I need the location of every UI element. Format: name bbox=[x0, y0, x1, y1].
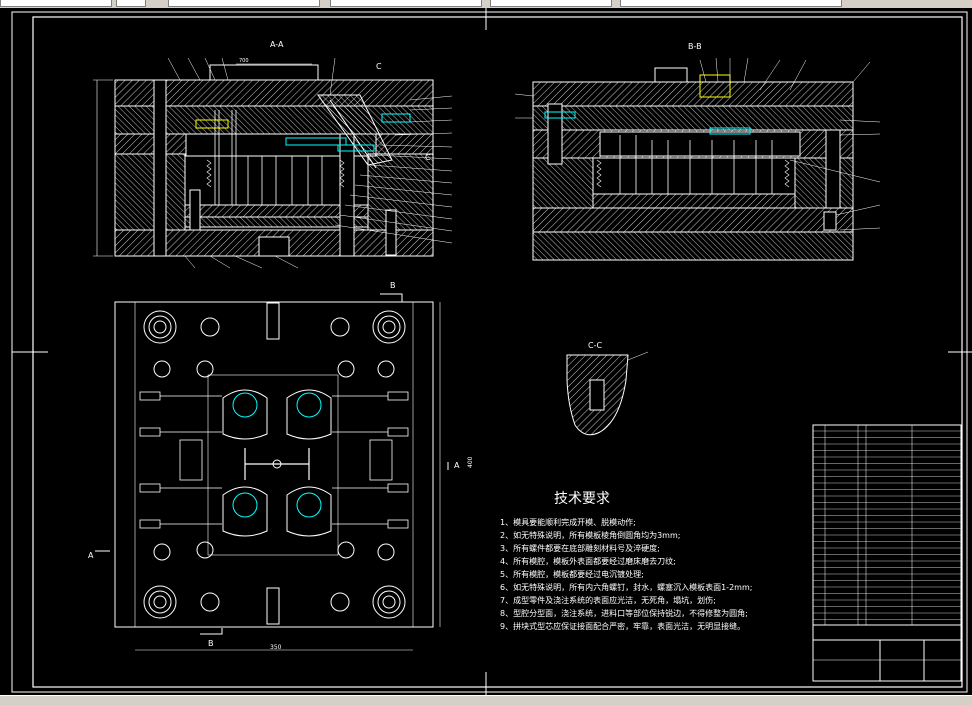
tech-title: 技术要求 bbox=[554, 491, 610, 507]
tech-req-2: 2、如无特殊说明，所有模板棱角倒圆角均为3mm; bbox=[500, 530, 680, 540]
tech-req-5: 5、所有模腔，模板都要经过电沉镀处理; bbox=[500, 569, 644, 579]
tech-req-3: 3、所有螺件都要在底部雕刻材料号及淬硬度; bbox=[500, 543, 660, 553]
label-c-right: C bbox=[425, 153, 431, 162]
section-aa-view: A-A C 700 bbox=[93, 40, 453, 269]
tech-req-1: 1、模具要能顺利完成开模、脱模动作; bbox=[500, 517, 636, 527]
tech-req-6: 6、如无特殊说明，所有内六角螺钉，封水，螺塞沉入模板表面1-2mm; bbox=[500, 582, 752, 592]
title-block bbox=[812, 424, 962, 682]
tech-req-4: 4、所有模腔，模板外表面都要经过磨床磨去刀纹; bbox=[500, 556, 676, 566]
technical-requirements: 技术要求 1、模具要能顺利完成开模、脱模动作; 2、如无特殊说明，所有模板棱角倒… bbox=[500, 491, 752, 631]
linetype-select[interactable] bbox=[490, 0, 612, 7]
section-aa-label: A-A bbox=[270, 40, 284, 49]
layer-select[interactable] bbox=[168, 0, 320, 7]
color-select[interactable] bbox=[330, 0, 482, 7]
tech-req-8: 8、型腔分型面，浇注系统，进料口等部位保持锐边，不得修整为圆角; bbox=[500, 608, 748, 618]
label-a-left: A bbox=[88, 551, 94, 560]
section-bb-label: B-B bbox=[688, 42, 702, 51]
label-a-right: A bbox=[454, 461, 460, 470]
dim-height-text: 400 bbox=[467, 456, 474, 468]
label-b-bottom: B bbox=[208, 639, 214, 648]
status-bar bbox=[0, 695, 972, 705]
section-cc-view: C-C bbox=[566, 341, 649, 436]
layer-combo[interactable] bbox=[0, 0, 112, 7]
section-cc-label: C-C bbox=[588, 341, 602, 350]
drawing-canvas[interactable]: A-A C 700 bbox=[0, 8, 972, 695]
label-b-top: B bbox=[390, 281, 396, 290]
lineweight-select[interactable] bbox=[620, 0, 842, 7]
tech-req-7: 7、成型零件及浇注系统的表面应光洁，无死角，塌坑，划伤; bbox=[500, 595, 716, 605]
section-bb-view: B-B bbox=[514, 42, 881, 261]
tech-req-9: 9、拼块式型芯应保证接面配合严密，牢靠，表面光洁，无明显接缝。 bbox=[500, 621, 745, 631]
dim-width-text: 350 bbox=[270, 644, 282, 651]
label-c-top: C bbox=[376, 62, 382, 71]
layer-tools[interactable] bbox=[116, 0, 146, 7]
dim-top-text: 700 bbox=[239, 58, 249, 64]
plan-view: B B A A bbox=[88, 281, 474, 651]
